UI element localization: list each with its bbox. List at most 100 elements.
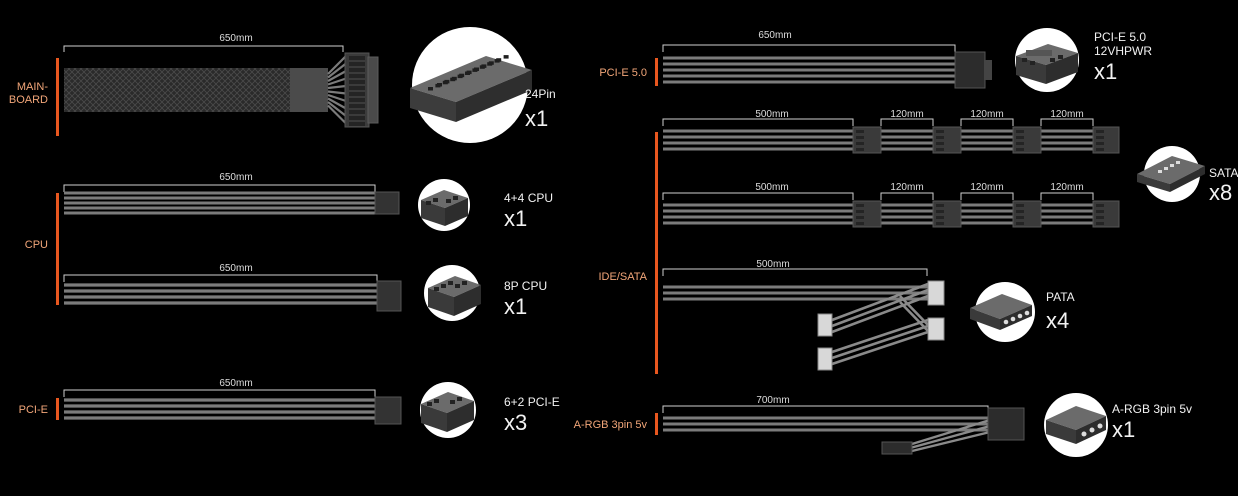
- group-label-mainboard-line2: BOARD: [9, 94, 48, 106]
- connector-block: [954, 51, 986, 89]
- connector-qty: x3: [504, 410, 527, 435]
- wire-bundle: [663, 282, 929, 366]
- cable-length: 650mm: [758, 30, 791, 41]
- cable-length: 500mm: [755, 109, 788, 120]
- connector-pin: [349, 104, 365, 108]
- connector-pcie62: 6+2 PCI-E x3: [420, 382, 560, 438]
- dimension-line: [880, 118, 934, 126]
- connector-qty: x1: [1094, 59, 1117, 84]
- connector-pin: [349, 116, 365, 120]
- connector-pin: [1096, 216, 1104, 219]
- dimension-line: [662, 118, 854, 126]
- wire: [831, 324, 929, 360]
- sleeve-end: [290, 68, 328, 112]
- cable-length: 650mm: [219, 263, 252, 274]
- cable-length: 500mm: [756, 259, 789, 270]
- wire: [327, 101, 347, 117]
- cable-pata: 500mm: [662, 259, 945, 371]
- cable-mainboard: 650mm: [63, 33, 379, 128]
- connector-pin: [349, 62, 365, 66]
- connector-pins: [349, 56, 365, 126]
- connector-name: PATA: [1046, 290, 1075, 304]
- dimension-line: [662, 192, 854, 200]
- dimension-line: [63, 45, 344, 52]
- cable-length: 650mm: [219, 172, 252, 183]
- connector-pin: [1016, 130, 1024, 133]
- connector-name: 24Pin: [525, 87, 556, 101]
- connector-pin: [856, 130, 864, 133]
- wire: [327, 104, 347, 125]
- connector-pin: [856, 216, 864, 219]
- argb-3pin-icon: [1046, 406, 1106, 444]
- cable-length: 650mm: [219, 378, 252, 389]
- group-argb: A-RGB 3pin 5v: [574, 413, 658, 435]
- cable-sata-2: 500mm 120mm 120mm 120mm: [662, 182, 1120, 228]
- sata-icon: [1137, 156, 1205, 192]
- cable-length: 700mm: [756, 395, 789, 406]
- connector-pin: [856, 204, 864, 207]
- group-accent-bar: [655, 132, 658, 374]
- group-accent-bar: [56, 193, 59, 305]
- molex-plug: [927, 317, 945, 341]
- cable-length: 120mm: [1050, 109, 1083, 120]
- wire: [911, 430, 991, 453]
- mesh-sleeve: [64, 68, 292, 112]
- connector-block: [987, 407, 1025, 441]
- connector-qty: x1: [504, 206, 527, 231]
- connector-pin: [936, 136, 944, 139]
- connector-pin: [856, 136, 864, 139]
- connector-mainboard: 24Pin x1: [410, 27, 556, 143]
- connector-pin: [856, 222, 864, 225]
- molex-plug: [817, 313, 833, 337]
- connector-block: [881, 441, 913, 455]
- connector-pin: [444, 79, 450, 84]
- group-mainboard: MAIN- BOARD: [9, 58, 59, 136]
- group-pcie5: PCI-E 5.0: [599, 58, 658, 86]
- connector-pin: [349, 80, 365, 84]
- connector-pin: [936, 142, 944, 145]
- connector-pin: [488, 61, 494, 65]
- dimension-line: [662, 268, 928, 276]
- connector-pin: [1016, 210, 1024, 213]
- connector-latch: [367, 56, 379, 124]
- wire: [911, 424, 991, 449]
- wire: [327, 55, 347, 75]
- connector-clip: [984, 60, 992, 80]
- cable-length: 650mm: [219, 33, 252, 44]
- wire-bundle: [64, 191, 376, 215]
- connector-argb: A-RGB 3pin 5v x1: [1044, 393, 1192, 457]
- connector-qty: x1: [504, 294, 527, 319]
- connector-pin: [1016, 204, 1024, 207]
- connector-pin: [466, 70, 472, 75]
- wire: [327, 97, 347, 110]
- dimension-line: [63, 274, 378, 282]
- connector-pin: [936, 130, 944, 133]
- wire-fan: [327, 55, 347, 125]
- connector-pin: [1096, 148, 1104, 151]
- group-label-pcie5: PCI-E 5.0: [599, 67, 647, 79]
- connector-cpu44: 4+4 CPU x1: [418, 179, 553, 231]
- connector-name-line1: PCI-E 5.0: [1094, 30, 1146, 44]
- cable-length: 120mm: [970, 109, 1003, 120]
- group-label-cpu: CPU: [25, 239, 48, 251]
- connector-pin: [474, 67, 479, 71]
- connector-cpu8p: 8P CPU x1: [424, 265, 547, 321]
- connector-pin: [856, 210, 864, 213]
- connector-pin: [1096, 136, 1104, 139]
- connector-pin: [496, 58, 502, 62]
- connector-pin: [936, 210, 944, 213]
- connector-pin: [1096, 222, 1104, 225]
- molex-plug: [927, 280, 945, 306]
- molex-icon: [970, 294, 1032, 330]
- group-accent-bar: [655, 413, 658, 435]
- connector-block: [374, 396, 402, 425]
- connector-pin: [936, 148, 944, 151]
- wire: [327, 93, 347, 103]
- wire: [327, 70, 347, 82]
- connector-pin: [349, 122, 365, 126]
- pcie-6plus2-icon: [421, 392, 474, 432]
- group-label-pcie: PCI-E: [19, 404, 48, 416]
- connector-pin: [349, 86, 365, 90]
- connector-qty: x8: [1209, 180, 1232, 205]
